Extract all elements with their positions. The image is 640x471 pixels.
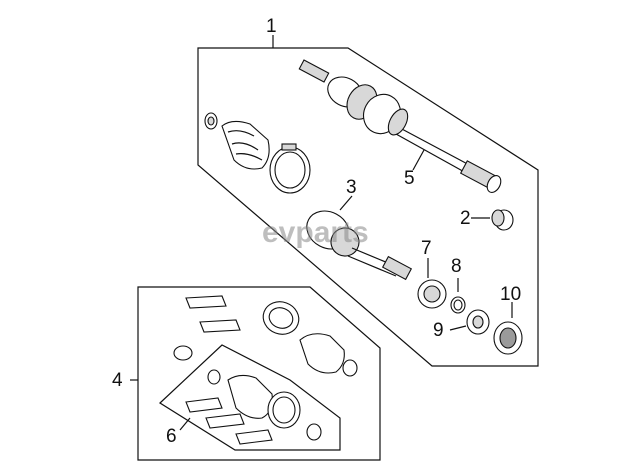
- inner-kit-panel: [159, 344, 341, 451]
- leader-lines: [130, 35, 513, 431]
- main-assembly-panel: [197, 47, 539, 367]
- callout-9: 9: [433, 320, 444, 341]
- snap-ring-part-8: [450, 296, 466, 314]
- callout-1: 1: [266, 16, 277, 37]
- callout-5: 5: [404, 168, 415, 189]
- seal-part-10: [493, 321, 523, 355]
- boot-kit-panel: [137, 286, 381, 461]
- callout-2: 2: [460, 208, 471, 229]
- inner-joint-part-3: [306, 210, 413, 281]
- washer-part-9: [466, 309, 490, 335]
- callout-3: 3: [346, 177, 357, 198]
- watermark-logo: evparts: [262, 216, 369, 249]
- callout-8: 8: [451, 256, 462, 277]
- callout-7: 7: [421, 238, 432, 259]
- callout-10: 10: [500, 284, 521, 305]
- boot-kit-contents: [173, 295, 358, 377]
- callout-6: 6: [166, 426, 177, 447]
- boot-set-upper: [204, 112, 311, 194]
- callout-4: 4: [112, 370, 123, 391]
- bearing-part-7: [417, 279, 447, 309]
- axle-shaft-part-5: [298, 59, 502, 193]
- inner-kit-contents: [185, 369, 322, 445]
- bushing-part-2: [491, 209, 514, 231]
